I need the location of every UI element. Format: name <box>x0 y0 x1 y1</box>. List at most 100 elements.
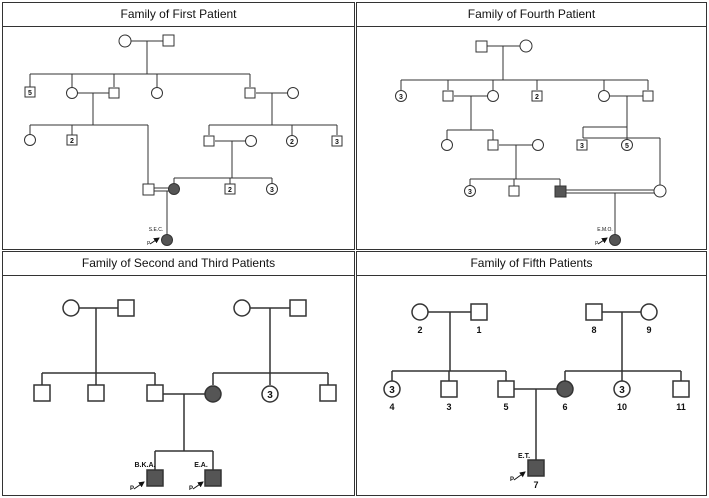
p23-i-male-left <box>117 299 135 317</box>
p4-iii-female-5 <box>621 139 633 151</box>
pedigree-fourth-symbols <box>395 39 667 246</box>
panel-title-second-third: Family of Second and Third Patients <box>2 251 355 276</box>
p4-ii-female-3 <box>395 90 407 102</box>
p23-i-male-right <box>289 299 307 317</box>
p5-proband-7 <box>527 459 545 477</box>
pedigree-fourth-patient <box>400 45 661 235</box>
p5-num-3: 3 <box>446 402 451 412</box>
pedigree-fifth-numbers: 2 1 8 9 4 3 5 6 10 11 7 <box>389 325 685 490</box>
p5-male-5 <box>497 380 515 398</box>
p23-ii-female-affected <box>204 385 222 403</box>
pedigree-second-third <box>41 307 329 470</box>
p1-iv-female-3 <box>266 183 278 195</box>
p1-proband-arrow <box>149 237 160 245</box>
p4-iii-female <box>441 139 453 151</box>
p1-count-2b: 2 <box>290 139 294 146</box>
p4-proband-affected <box>609 234 621 246</box>
p23-ii-male-4 <box>319 384 337 402</box>
p4-iii-female-b <box>532 139 544 151</box>
p23-count-3: 3 <box>267 390 273 401</box>
p5-proband-marker: P <box>510 477 514 483</box>
p5-count-3b: 3 <box>619 385 625 396</box>
p4-iv-male <box>508 185 520 197</box>
p4-count-2: 2 <box>535 94 539 101</box>
p4-i-female <box>519 39 533 53</box>
p4-count-3: 3 <box>399 94 403 101</box>
p1-iii-male <box>203 135 215 147</box>
p1-count-3: 3 <box>335 139 339 146</box>
p4-ii-male-b <box>642 90 654 102</box>
p5-proband-arrow <box>513 471 526 481</box>
p23-ii-female-3 <box>261 385 279 403</box>
p5-num-2: 2 <box>417 325 422 335</box>
p1-iii-male-3 <box>331 135 343 147</box>
p5-male-1 <box>470 303 488 321</box>
p23-proband-arrow-b <box>192 481 204 490</box>
p5-female-6-affected <box>556 380 574 398</box>
pedigree-second-third-symbols <box>33 299 337 487</box>
p5-count-3a: 3 <box>389 385 395 396</box>
p1-ii-female-c <box>287 87 299 99</box>
p4-count-3c: 3 <box>468 189 472 196</box>
p4-ii-female <box>487 90 499 102</box>
pedigree-fourth-counts: 3 2 3 5 3 <box>399 94 629 196</box>
p23-proband-bka <box>146 469 164 487</box>
p23-ii-male-2 <box>87 384 105 402</box>
p1-iv-female-affected <box>168 183 180 195</box>
p5-proband-label: E.T. <box>518 453 530 460</box>
p1-i-male <box>162 34 175 47</box>
p23-ii-male-3 <box>146 384 164 402</box>
panel-title-fifth: Family of Fifth Patients <box>356 251 707 276</box>
p1-ii-male-5 <box>24 86 36 98</box>
p5-female-2 <box>411 303 429 321</box>
p23-proband-marker-a: P <box>130 486 134 492</box>
p23-i-female-left <box>62 299 80 317</box>
p1-i-female <box>118 34 132 48</box>
p4-ii-male <box>442 90 454 102</box>
pedigree-fifth-symbols <box>383 303 690 477</box>
p1-count-5: 5 <box>28 90 32 97</box>
p4-iv-female-3 <box>464 185 476 197</box>
p5-num-5: 5 <box>503 402 508 412</box>
p1-ii-female <box>66 87 78 99</box>
p1-iii-male-2 <box>66 134 78 146</box>
pedigree-fifth-counts: 3 3 <box>389 385 625 396</box>
p1-ii-female-b <box>151 87 163 99</box>
p23-proband-label-bka: B.K.A. <box>135 462 156 469</box>
p5-num-6: 6 <box>562 402 567 412</box>
p5-num-10: 10 <box>617 402 627 412</box>
p1-proband-marker: P <box>147 241 151 247</box>
p4-iv-male-affected <box>554 185 567 198</box>
p4-proband-marker: P <box>595 241 599 247</box>
p5-male-8 <box>585 303 603 321</box>
p5-male-3 <box>440 380 458 398</box>
p1-count-2c: 2 <box>228 187 232 194</box>
p1-proband-affected <box>161 234 173 246</box>
p1-iii-female-2 <box>286 135 298 147</box>
p1-ii-male-b <box>244 87 256 99</box>
p5-female-4 <box>383 380 401 398</box>
p4-count-3b: 3 <box>580 143 584 150</box>
p4-proband-arrow <box>597 237 608 245</box>
p5-num-4: 4 <box>389 402 394 412</box>
p1-proband-label: S.E.C. <box>149 227 163 233</box>
pedigree-first-counts: 5 2 2 3 2 3 <box>28 90 339 194</box>
p1-iii-female-b <box>245 135 257 147</box>
p5-num-1: 1 <box>476 325 481 335</box>
p23-proband-label-ea: E.A. <box>194 462 208 469</box>
p5-num-8: 8 <box>591 325 596 335</box>
p23-ii-male-1 <box>33 384 51 402</box>
p23-proband-arrow-a <box>133 481 145 490</box>
p1-count-2: 2 <box>70 138 74 145</box>
p5-num-9: 9 <box>646 325 651 335</box>
p23-proband-marker-b: P <box>189 486 193 492</box>
p23-i-female-right <box>233 299 251 317</box>
p1-iv-male-2 <box>224 183 236 195</box>
p23-proband-ea <box>204 469 222 487</box>
p4-iii-male-3 <box>576 139 588 151</box>
p4-i-male <box>475 40 488 53</box>
p4-ii-male-2 <box>531 90 543 102</box>
p1-count-3b: 3 <box>270 187 274 194</box>
p4-count-5: 5 <box>625 143 629 150</box>
